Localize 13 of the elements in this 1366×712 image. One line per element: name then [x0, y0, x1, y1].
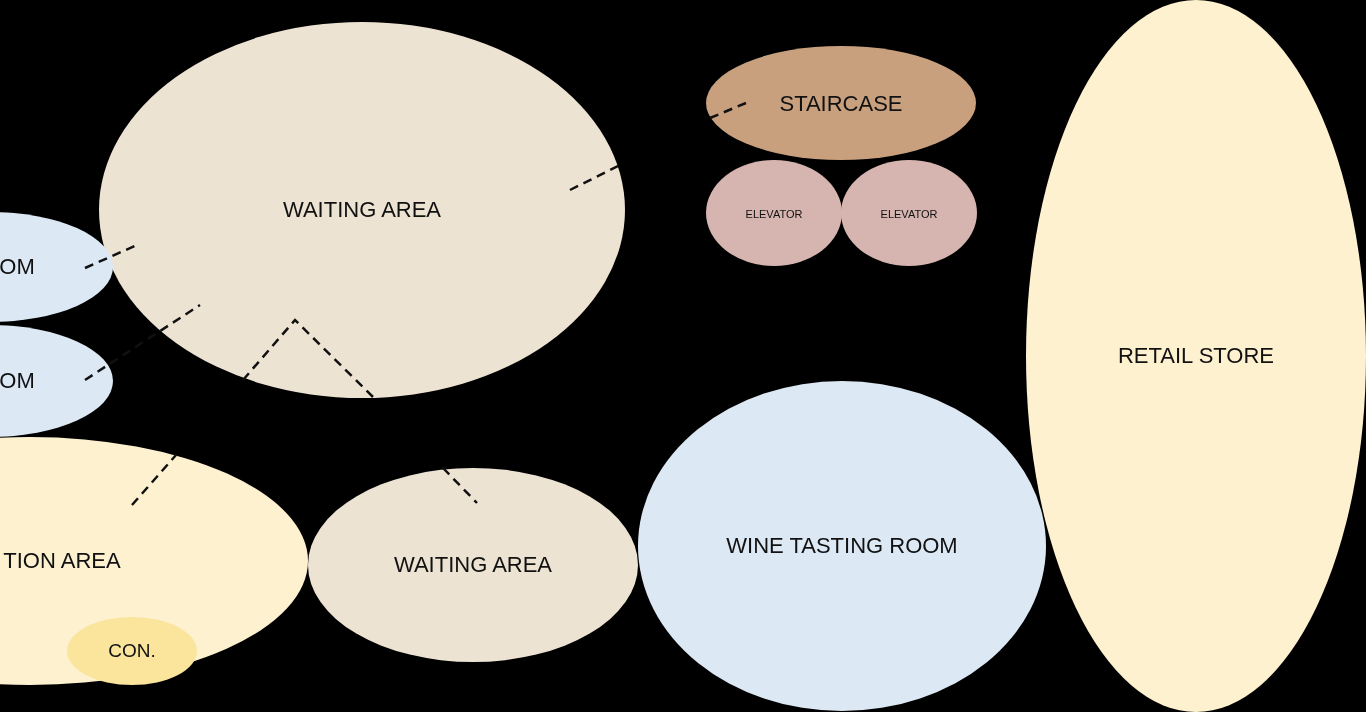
- area-label: WINE TASTING ROOM: [726, 533, 958, 559]
- connector-line: [84, 243, 138, 270]
- area-label: STAIRCASE: [779, 91, 903, 117]
- area-label: ELEVATOR: [880, 208, 938, 220]
- area-label: ELEVATOR: [745, 208, 803, 220]
- area-label: CON.: [108, 640, 156, 662]
- connector-line: [84, 303, 201, 382]
- area-label: WAITING AREA: [393, 552, 553, 578]
- area-label: WAITING AREA: [282, 197, 442, 223]
- area-label: RETAIL STORE: [1117, 343, 1275, 369]
- area-label: OM: [0, 368, 35, 394]
- area-label: TION AREA: [3, 548, 121, 574]
- area-label: OM: [0, 254, 35, 280]
